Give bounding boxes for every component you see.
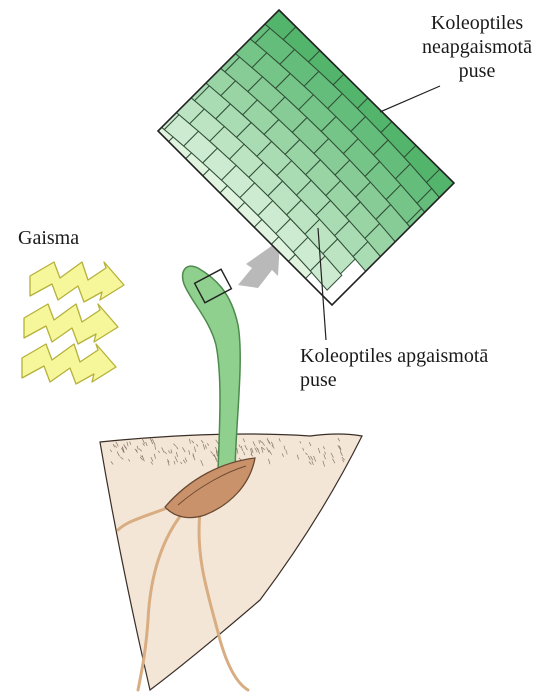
label-lit-line: puse <box>300 368 488 392</box>
label-lit-side: Koleoptiles apgaismotā puse <box>300 344 488 392</box>
plant-cell <box>438 214 473 254</box>
plant-cell <box>449 194 485 235</box>
label-shaded-line: Koleoptiles <box>418 11 536 35</box>
leader-line-shaded <box>380 86 440 112</box>
zigzag-arrow-icon <box>30 262 124 302</box>
plant-cell <box>203 13 242 48</box>
plant-cell <box>148 75 184 107</box>
plant-cell <box>231 0 272 18</box>
zigzag-arrow-icon <box>22 344 116 384</box>
plant-cell <box>176 44 213 77</box>
label-shaded-side: Koleoptiles neapgaismotā puse <box>418 11 536 83</box>
plant-cell <box>121 106 155 136</box>
label-shaded-line: neapgaismotā <box>418 35 536 59</box>
label-light: Gaisma <box>18 226 79 250</box>
label-shaded-line: puse <box>418 59 536 83</box>
zigzag-arrow-icon <box>24 304 118 344</box>
light-rays <box>22 262 124 384</box>
label-lit-line: Koleoptiles apgaismotā <box>300 344 488 368</box>
